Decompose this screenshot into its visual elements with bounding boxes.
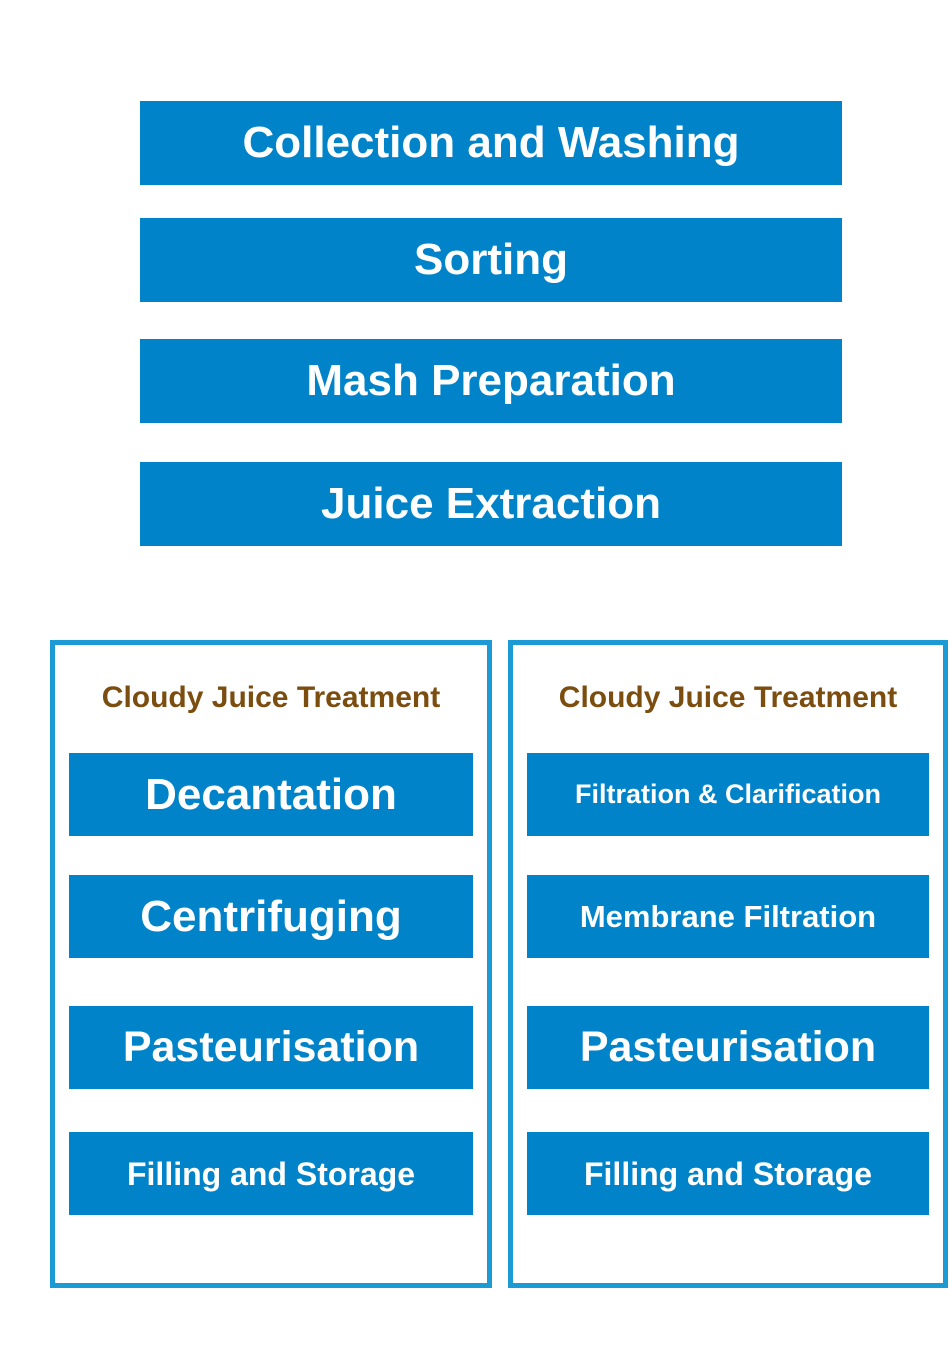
process-step-filtration-and-clarification: Filtration & Clarification <box>527 753 929 836</box>
process-step-pasteurisation-left: Pasteurisation <box>69 1006 473 1089</box>
process-step-decantation: Decantation <box>69 753 473 836</box>
process-step-centrifuging: Centrifuging <box>69 875 473 958</box>
process-step-sorting: Sorting <box>140 218 842 302</box>
process-step-mash-preparation: Mash Preparation <box>140 339 842 423</box>
treatment-panel-left: Cloudy Juice Treatment Decantation Centr… <box>50 640 492 1288</box>
panel-title-right: Cloudy Juice Treatment <box>558 681 898 714</box>
panel-title-left: Cloudy Juice Treatment <box>101 681 441 714</box>
process-step-pasteurisation-right: Pasteurisation <box>527 1006 929 1089</box>
treatment-panel-right: Cloudy Juice Treatment Filtration & Clar… <box>508 640 948 1288</box>
process-step-membrane-filtration: Membrane Filtration <box>527 875 929 958</box>
process-step-filling-and-storage-right: Filling and Storage <box>527 1132 929 1215</box>
process-step-juice-extraction: Juice Extraction <box>140 462 842 546</box>
process-step-filling-and-storage-left: Filling and Storage <box>69 1132 473 1215</box>
process-step-collection-and-washing: Collection and Washing <box>140 101 842 185</box>
